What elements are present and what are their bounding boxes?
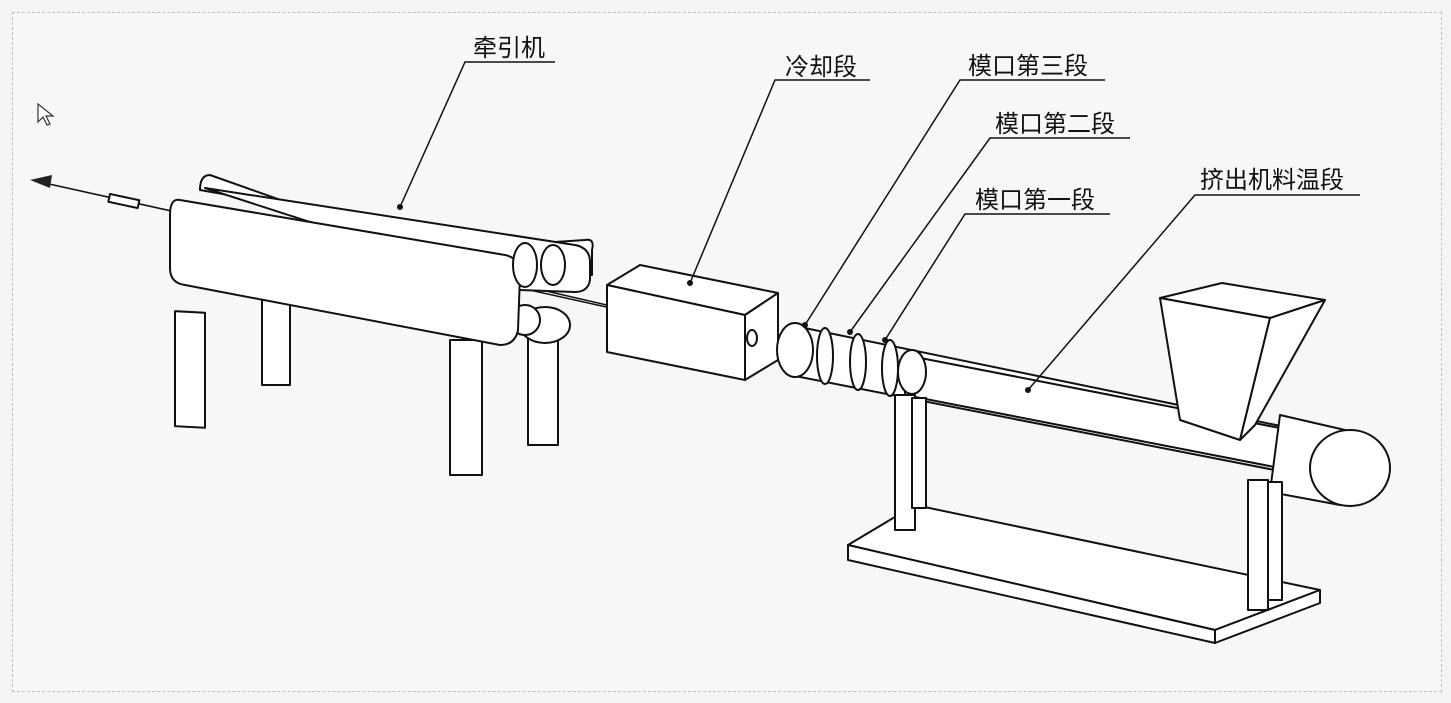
svg-text:挤出机料温段: 挤出机料温段 — [1200, 166, 1344, 194]
cooling-section — [607, 265, 778, 380]
svg-text:模口第三段: 模口第三段 — [968, 52, 1088, 80]
label-cooling: 冷却段 — [690, 53, 870, 283]
hopper — [1160, 283, 1325, 440]
label-die-second: 模口第二段 — [850, 110, 1130, 332]
mouse-cursor-icon — [38, 104, 53, 125]
svg-text:冷却段: 冷却段 — [785, 53, 857, 81]
motor — [1270, 415, 1390, 506]
label-puller: 牵引机 — [400, 34, 555, 207]
label-die-first: 模口第一段 — [885, 186, 1110, 340]
puller-machine — [170, 175, 593, 475]
svg-text:模口第一段: 模口第一段 — [975, 186, 1095, 214]
svg-text:模口第二段: 模口第二段 — [995, 110, 1115, 138]
svg-text:牵引机: 牵引机 — [473, 34, 545, 62]
